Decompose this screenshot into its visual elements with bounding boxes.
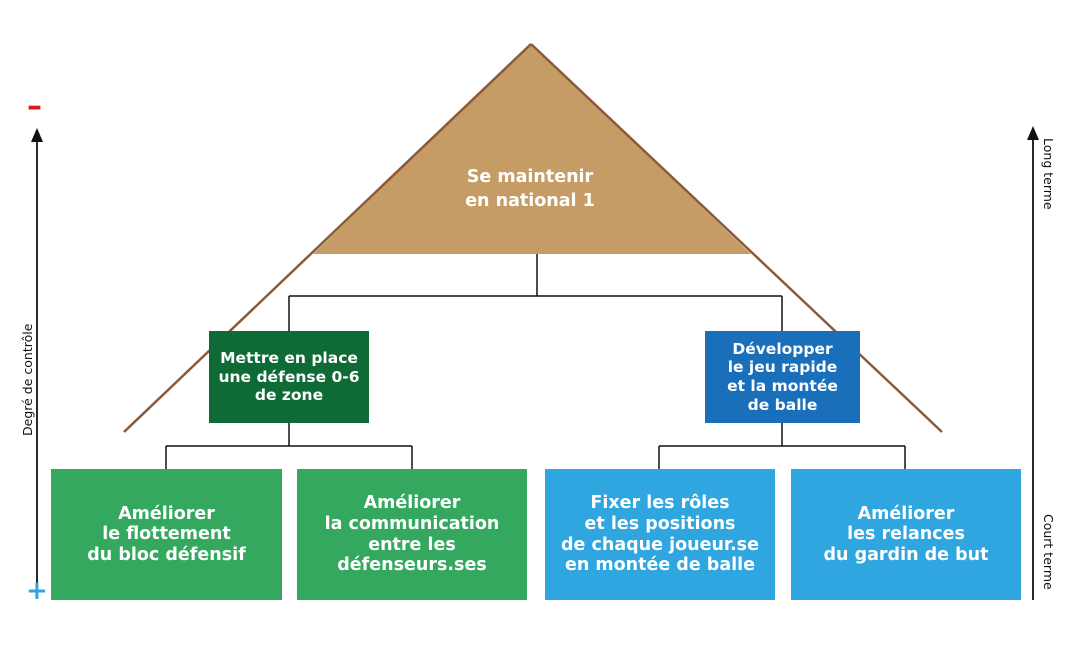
sub-goal-box-defense: Mettre en place une défense 0-6 de zone <box>209 331 369 423</box>
right-axis-arrow <box>1027 126 1039 600</box>
sub-goal-label: Développer le jeu rapide et la montée de… <box>727 339 838 414</box>
sub-goal-label: Mettre en place une défense 0-6 de zone <box>218 349 360 405</box>
action-label: Fixer les rôles et les positions de chaq… <box>561 493 759 576</box>
goal-pyramid-top <box>313 44 751 254</box>
action-label: Améliorer les relances du gardin de but <box>823 503 989 565</box>
action-box-player-roles: Fixer les rôles et les positions de chaq… <box>545 469 775 600</box>
right-axis-top-label: Long terme <box>1041 138 1056 210</box>
connector-goal-subgoals <box>288 254 783 331</box>
connector-subgoal1-actions <box>165 423 413 469</box>
left-axis-minus-sign: – <box>27 89 42 124</box>
action-box-defensive-block: Améliorer le flottement du bloc défensif <box>51 469 282 600</box>
right-axis-bottom-label: Court terme <box>1041 514 1056 590</box>
connector-subgoal2-actions <box>658 423 906 469</box>
left-axis-plus-sign: + <box>26 576 48 606</box>
action-label: Améliorer le flottement du bloc défensif <box>87 503 246 565</box>
goal-label: Se maintenir en national 1 <box>465 167 595 211</box>
pyramid-left-edge <box>123 43 532 433</box>
pyramid-right-edge <box>530 43 943 433</box>
left-axis-label: Degré de contrôle <box>20 323 35 436</box>
action-box-goalkeeper-relaunch: Améliorer les relances du gardin de but <box>791 469 1021 600</box>
action-label: Améliorer la communication entre les déf… <box>324 493 500 576</box>
sub-goal-box-fast-play: Développer le jeu rapide et la montée de… <box>705 331 860 423</box>
left-axis-arrow <box>31 128 43 592</box>
action-box-defender-communication: Améliorer la communication entre les déf… <box>297 469 527 600</box>
